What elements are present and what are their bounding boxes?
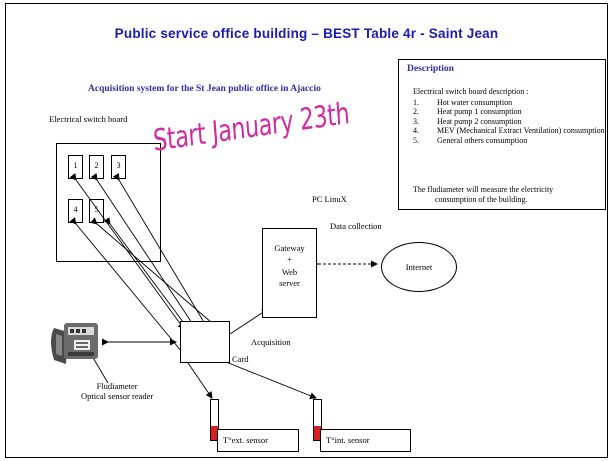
- description-list: 1. Hot water consumption 2. Heat pump 1 co…: [413, 98, 607, 145]
- description-box: Description Electrical switch board desc…: [398, 59, 606, 210]
- fludiameter-line-2: Optical sensor reader: [81, 391, 154, 401]
- item-number: 1.: [413, 98, 419, 107]
- sensor-fill: [314, 426, 321, 440]
- pc-label: PC LinuX: [312, 194, 347, 204]
- item-text: Heat pump 1 consumption: [437, 107, 522, 117]
- int-sensor-label: T°int. sensor: [320, 429, 411, 452]
- acquisition-card: [180, 321, 230, 363]
- subtitle: Acquisition system for the St Jean publi…: [88, 84, 321, 94]
- item-text: Heat pump 2 consumption: [437, 116, 522, 126]
- fludiameter-line-1: Fludiameter: [96, 381, 138, 391]
- ext-sensor-label: T°ext. sensor: [217, 429, 299, 452]
- description-note: The fludiameter will measure the electri…: [413, 185, 601, 204]
- item-number: 2.: [413, 107, 419, 117]
- int-sensor-thermometer: [313, 399, 322, 441]
- fludiameter-label: Fludiameter Optical sensor reader: [81, 381, 153, 401]
- ext-sensor-thermometer: [210, 399, 219, 441]
- gateway-line-3: Web: [281, 267, 298, 277]
- gateway-line-2: +: [287, 254, 292, 264]
- internet-node: Internet: [381, 242, 457, 292]
- gateway-line-1: Gateway: [274, 243, 305, 253]
- description-title: Description: [407, 64, 454, 74]
- electric-meter-icon: [51, 323, 98, 364]
- gateway-box: Gateway + Web server: [262, 228, 317, 318]
- slide-frame: [5, 3, 608, 458]
- data-collection-label: Data collection: [330, 221, 382, 231]
- item-text: MEV (Mechanical Extract Ventilation) con…: [437, 126, 605, 136]
- list-item: 2. Heat pump 1 consumption: [413, 107, 607, 116]
- acquisition-label-1: Acquisition: [251, 337, 291, 347]
- item-text: Hot water consumption: [437, 98, 513, 107]
- sensor-fill: [211, 426, 218, 440]
- slide-title: Public service office building – BEST Ta…: [114, 26, 499, 41]
- item-number: 3.: [413, 116, 419, 126]
- note-line-2: consumption of the building.: [435, 194, 528, 204]
- item-number: 5.: [413, 135, 419, 145]
- switchboard-label: Electrical switch board: [49, 114, 128, 124]
- note-line-1: The fludiameter will measure the electri…: [413, 185, 554, 194]
- gateway-line-4: server: [279, 278, 300, 288]
- list-item: 1. Hot water consumption: [413, 98, 607, 107]
- acquisition-label-2: Card: [232, 354, 249, 364]
- description-intro: Electrical switch board description :: [413, 87, 529, 96]
- item-number: 4.: [413, 126, 419, 136]
- list-item: 3. Heat pump 2 consumption: [413, 117, 607, 126]
- list-item: 4. MEV (Mechanical Extract Ventilation) c…: [413, 126, 607, 135]
- item-text: General others consumption: [437, 135, 528, 145]
- list-item: 5. General others consumption: [413, 136, 607, 145]
